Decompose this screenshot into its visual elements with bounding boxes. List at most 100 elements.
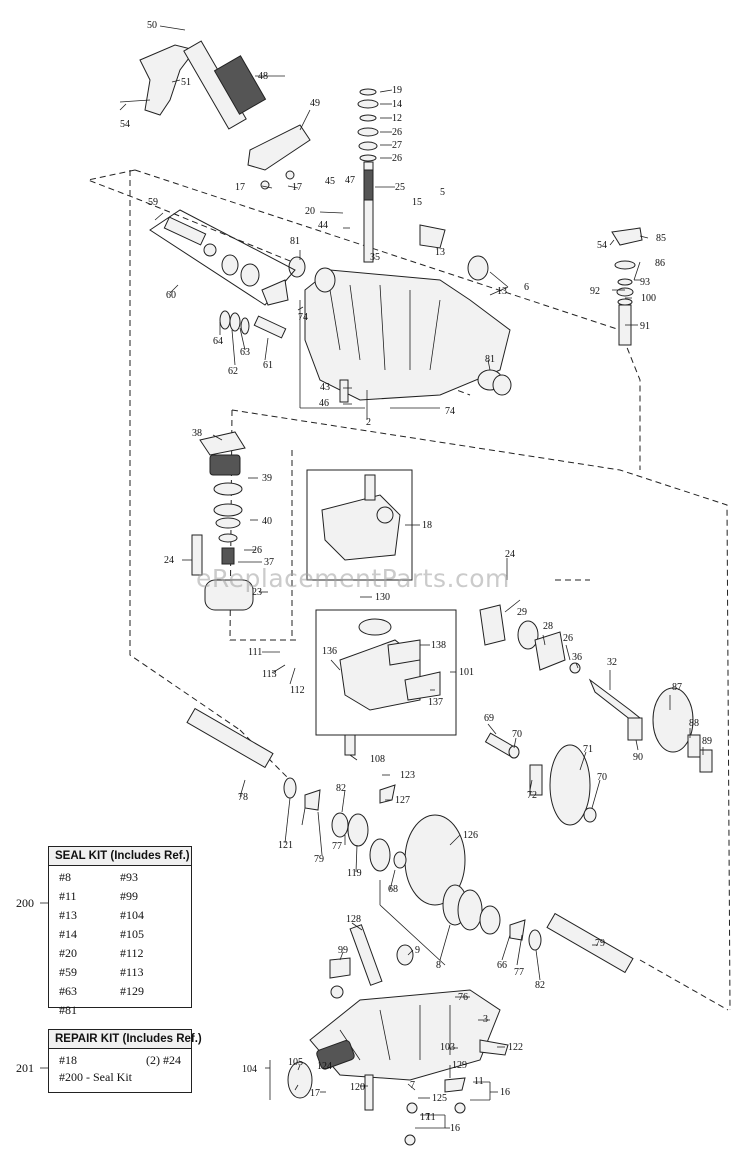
seal-kit-item: #11 <box>59 889 77 903</box>
seal-kit-item: #113 <box>120 965 144 979</box>
seal-kit-item: #112 <box>120 946 144 960</box>
callout-label: 40 <box>262 516 272 527</box>
callout-label: 6 <box>524 282 529 293</box>
callout-label: 60 <box>166 290 176 301</box>
callout-label: 88 <box>689 718 699 729</box>
callout-label: 79 <box>314 854 324 865</box>
callout-label: 25 <box>395 182 405 193</box>
callout-label: 124 <box>317 1061 332 1072</box>
callout-label: 20 <box>305 206 315 217</box>
callout-label: 90 <box>633 752 643 763</box>
callout-label: 113 <box>262 669 277 680</box>
callout-label: 47 <box>345 175 355 186</box>
seal-kit-item: #93 <box>120 870 138 884</box>
callout-label: 17 <box>292 182 302 193</box>
callout-label: 81 <box>290 236 300 247</box>
callout-label: 127 <box>395 795 410 806</box>
seal-kit-item: #63 <box>59 984 77 998</box>
callout-label: 19 <box>392 85 402 96</box>
callout-label: 26 <box>563 633 573 644</box>
callout-label: 16 <box>450 1123 460 1134</box>
repair-kit-item: #18 <box>59 1053 77 1067</box>
callout-label: 15 <box>412 197 422 208</box>
callout-label: 93 <box>640 277 650 288</box>
repair-kit-item: #200 - Seal Kit <box>59 1070 132 1084</box>
seal-kit-item: #99 <box>120 889 138 903</box>
callout-label: 36 <box>572 652 582 663</box>
callout-label: 101 <box>459 667 474 678</box>
callout-label: 71 <box>583 744 593 755</box>
callout-label: 130 <box>375 592 390 603</box>
callout-label: 72 <box>527 790 537 801</box>
callout-label: 24 <box>164 555 174 566</box>
callout-label: 61 <box>263 360 273 371</box>
callout-label: 43 <box>320 382 330 393</box>
seal-kit-item: #13 <box>59 908 77 922</box>
repair-kit-box: REPAIR KIT (Includes Ref.) #18 (2) #24 #… <box>48 1029 202 1093</box>
callout-label: 54 <box>597 240 607 251</box>
callout-label: 50 <box>147 20 157 31</box>
callout-label: 76 <box>458 992 468 1003</box>
seal-kit-item: #8 <box>59 870 71 884</box>
callout-label: 136 <box>322 646 337 657</box>
callout-label: 3 <box>483 1014 488 1025</box>
callout-label: 70 <box>512 729 522 740</box>
callout-label: 26 <box>392 127 402 138</box>
callout-label: 11 <box>474 1076 484 1087</box>
seal-kit-item <box>120 1002 181 1019</box>
callout-label: 17 <box>420 1112 430 1123</box>
callout-label: 87 <box>672 682 682 693</box>
callout-label: 112 <box>290 685 305 696</box>
bypass-small-parts <box>219 310 287 339</box>
repair-kit-ref-number: 201 <box>16 1061 34 1075</box>
callout-label: 78 <box>238 792 248 803</box>
callout-label: 27 <box>392 140 402 151</box>
callout-label: 23 <box>252 587 262 598</box>
callout-label: 81 <box>485 354 495 365</box>
callout-label: 12 <box>392 113 402 124</box>
seal-kit-item: #129 <box>120 984 144 998</box>
callout-label: 74 <box>298 312 308 323</box>
callout-label: 111 <box>248 647 262 658</box>
shift-arm-assembly <box>119 40 311 190</box>
seal-kit-item: #20 <box>59 946 77 960</box>
callout-label: 37 <box>264 557 274 568</box>
upper-housing <box>288 256 512 403</box>
callout-label: 7 <box>410 1080 415 1091</box>
callout-label: 13 <box>435 247 445 258</box>
seal-kit-ref-number: 200 <box>16 896 34 910</box>
callout-label: 82 <box>336 783 346 794</box>
callout-label: 100 <box>641 293 656 304</box>
callout-label: 120 <box>350 1082 365 1093</box>
callout-label: 18 <box>422 520 432 531</box>
callout-label: 104 <box>242 1064 257 1075</box>
callout-label: 35 <box>370 252 380 263</box>
seal-kit-item: #105 <box>120 927 144 941</box>
callout-label: 2 <box>366 417 371 428</box>
callout-label: 77 <box>332 841 342 852</box>
callout-label: 121 <box>278 840 293 851</box>
callout-label: 69 <box>484 713 494 724</box>
callout-label: 125 <box>432 1093 447 1104</box>
callout-label: 64 <box>213 336 223 347</box>
callout-label: 128 <box>346 914 361 925</box>
callout-label: 9 <box>415 945 420 956</box>
callout-label: 74 <box>445 406 455 417</box>
callout-label: 70 <box>597 772 607 783</box>
callout-label: 45 <box>325 176 335 187</box>
callout-label: 119 <box>347 868 362 879</box>
callout-label: 49 <box>310 98 320 109</box>
callout-label: 86 <box>655 258 665 269</box>
callout-label: 122 <box>508 1042 523 1053</box>
center-valve-section <box>191 431 457 756</box>
callout-label: 62 <box>228 366 238 377</box>
callout-label: 17 <box>310 1088 320 1099</box>
callout-label: 89 <box>702 736 712 747</box>
callout-label: 63 <box>240 347 250 358</box>
repair-kit-item: (2) #24 <box>146 1053 181 1067</box>
callout-label: 105 <box>288 1057 303 1068</box>
motor-brake-assembly <box>479 604 713 826</box>
callout-label: 92 <box>590 286 600 297</box>
lower-drive-train <box>186 707 634 974</box>
